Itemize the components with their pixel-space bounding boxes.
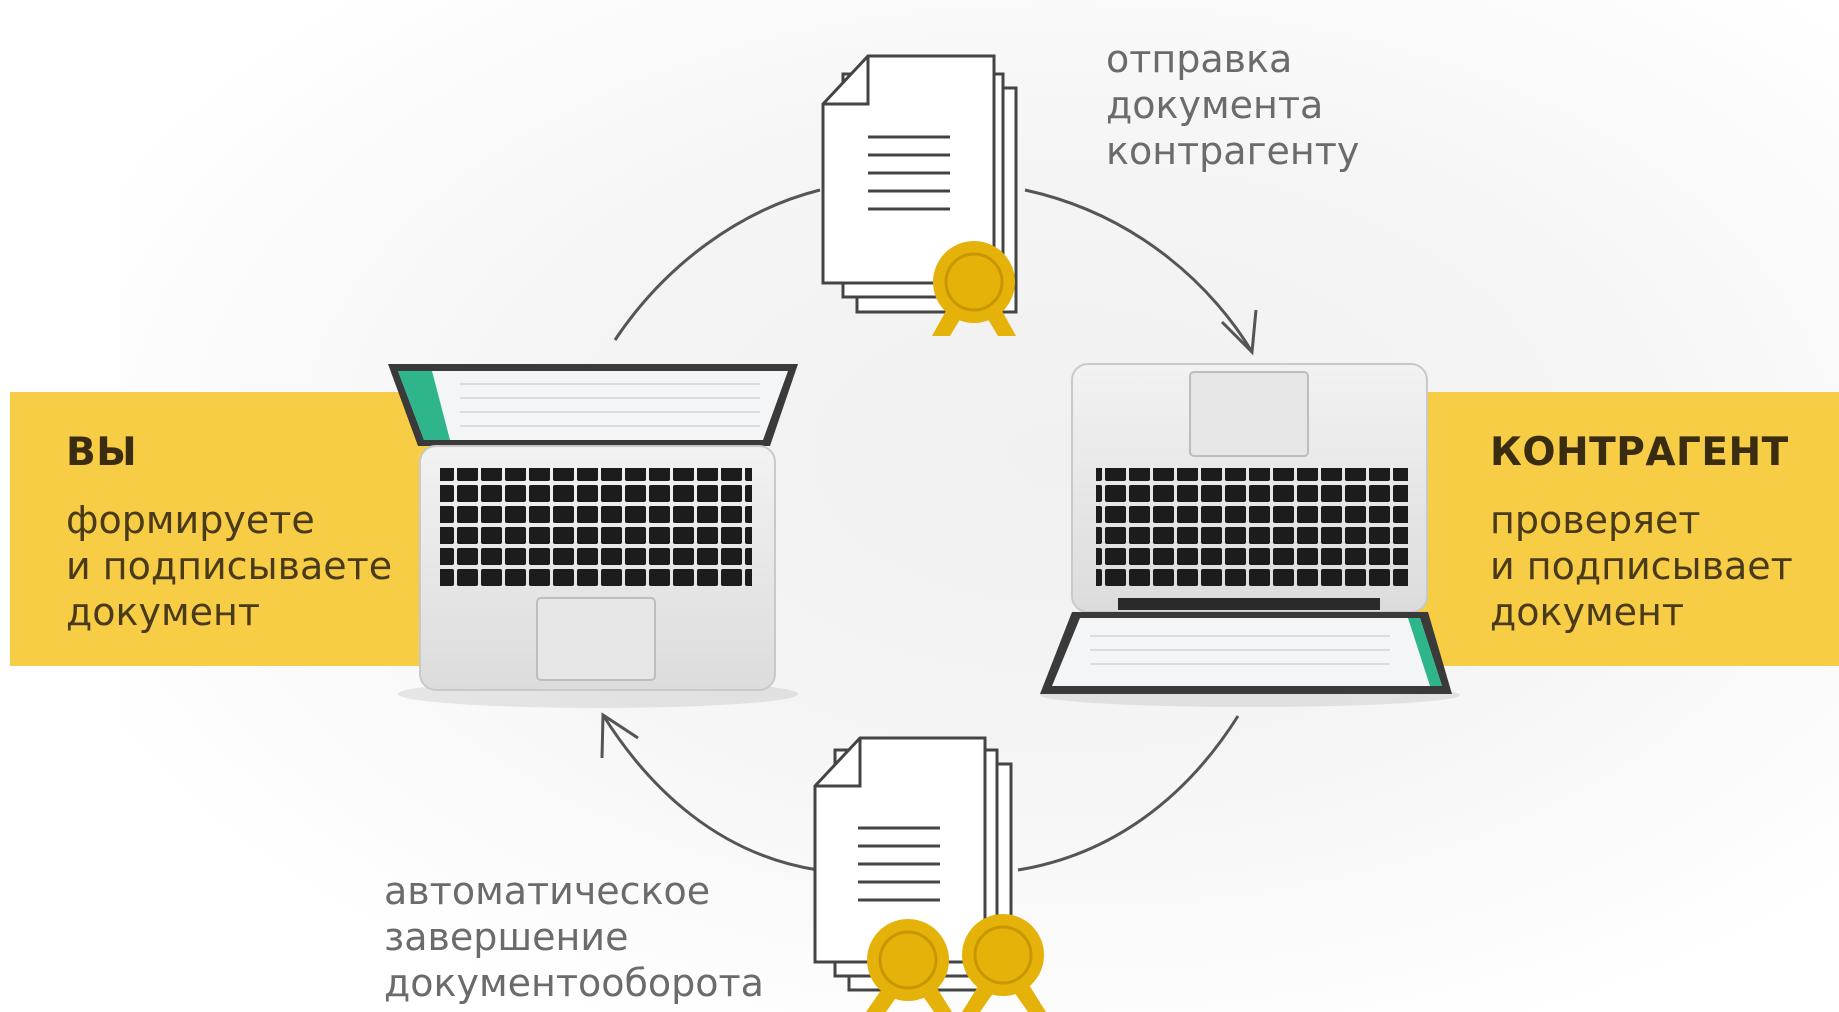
sender-title: ВЫ [66,430,138,475]
arrow-head-right [1220,309,1258,356]
arc-top-left [613,188,821,341]
arc-top-right [1024,188,1254,353]
counterparty-block: КОНТРАГЕНТ проверяет и подписывает докум… [1490,430,1793,635]
seal-icon [962,914,1046,1012]
counterparty-description: проверяет и подписывает документ [1490,498,1793,634]
counterparty-title: КОНТРАГЕНТ [1490,430,1789,475]
completed-document-icon [813,736,1046,1012]
counterparty-laptop-icon [1040,363,1460,707]
sender-block: ВЫ формируете и подписываете документ [66,430,392,635]
step-complete-caption: автоматическое завершение документооборо… [384,869,764,1005]
sender-laptop-icon [388,364,798,708]
step-send-caption: отправка документа контрагенту [1106,37,1360,173]
arc-bottom-right [1017,715,1240,872]
arc-bottom-left [601,714,819,872]
signed-document-icon [821,54,1018,336]
seal-icon [866,919,952,1012]
seal-icon [932,241,1016,336]
arrow-head-left [600,712,639,759]
sender-description: формируете и подписываете документ [66,498,393,634]
